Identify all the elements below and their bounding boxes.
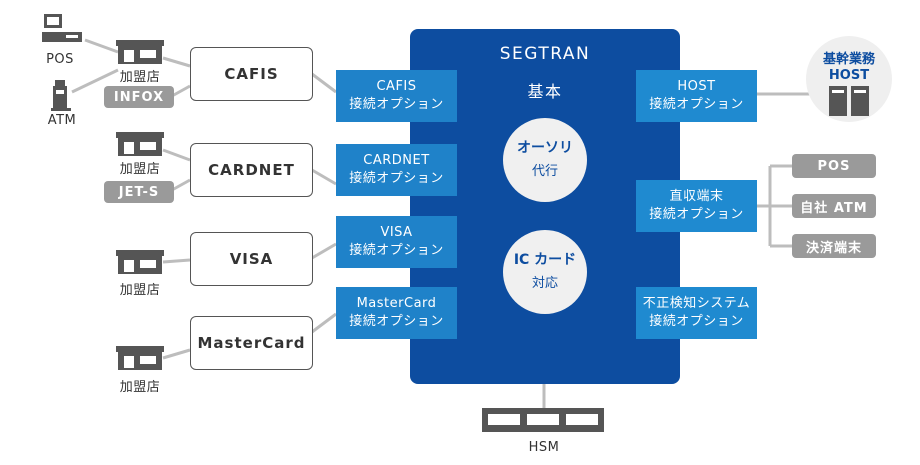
option-title: 不正検知システム [642, 296, 751, 311]
pos-label: POS [46, 52, 74, 67]
host-circle [806, 36, 892, 122]
option-subtitle: 接続オプション [649, 314, 744, 329]
store-icon [116, 346, 164, 372]
jets-pill: JET-S [104, 181, 174, 203]
authorization-circle: オーソリ 代行 [503, 118, 587, 202]
option-title: VISA [380, 225, 413, 240]
option-title: HOST [677, 79, 716, 94]
option-subtitle: 接続オプション [349, 97, 444, 112]
option-cardnet: CARDNET 接続オプション [336, 144, 457, 196]
option-title: CARDNET [363, 153, 430, 168]
option-title: CAFIS [376, 79, 417, 94]
core-subtitle: 基本 [527, 82, 563, 101]
atm-icon [50, 78, 74, 112]
option-visa: VISA 接続オプション [336, 216, 457, 268]
option-title: 直収端末 [669, 189, 724, 204]
network-cafis: CAFIS [190, 47, 313, 101]
option-subtitle: 接続オプション [349, 171, 444, 186]
option-mastercard: MasterCard 接続オプション [336, 287, 457, 339]
option-subtitle: 接続オプション [349, 243, 444, 258]
store-icon [116, 132, 164, 158]
host-title: 基幹業務 [822, 52, 875, 67]
infox-pill: INFOX [104, 86, 174, 108]
option-subtitle: 接続オプション [649, 207, 744, 222]
store-label: 加盟店 [119, 380, 161, 395]
circle-line1: オーソリ [517, 140, 573, 156]
option-cafis: CAFIS 接続オプション [336, 70, 457, 122]
circle-line2: 対応 [531, 276, 558, 291]
server-icon [827, 86, 871, 116]
atm-label: ATM [47, 113, 77, 128]
pos-icon [40, 12, 84, 50]
terminal-payment: 決済端末 [792, 234, 876, 258]
network-visa: VISA [190, 232, 313, 286]
terminal-own-atm: 自社 ATM [792, 194, 876, 218]
store-label: 加盟店 [119, 70, 161, 85]
option-title: MasterCard [356, 296, 437, 311]
option-direct-terminal: 直収端末 接続オプション [636, 180, 757, 232]
store-label: 加盟店 [119, 162, 161, 177]
terminal-pos: POS [792, 154, 876, 178]
ic-card-circle: IC カード 対応 [503, 230, 587, 314]
store-icon [116, 250, 164, 276]
option-subtitle: 接続オプション [349, 314, 444, 329]
option-fraud-detection: 不正検知システム 接続オプション [636, 287, 757, 339]
host-subtitle: HOST [828, 68, 870, 83]
circle-line1: IC カード [513, 252, 577, 268]
circle-line2: 代行 [531, 164, 558, 179]
option-subtitle: 接続オプション [649, 97, 744, 112]
option-host: HOST 接続オプション [636, 70, 757, 122]
hsm-icon [482, 408, 604, 432]
core-title: SEGTRAN [499, 44, 591, 64]
hsm-label: HSM [528, 440, 560, 455]
network-cardnet: CARDNET [190, 143, 313, 197]
network-mastercard: MasterCard [190, 316, 313, 370]
store-icon [116, 40, 164, 66]
store-label: 加盟店 [119, 283, 161, 298]
